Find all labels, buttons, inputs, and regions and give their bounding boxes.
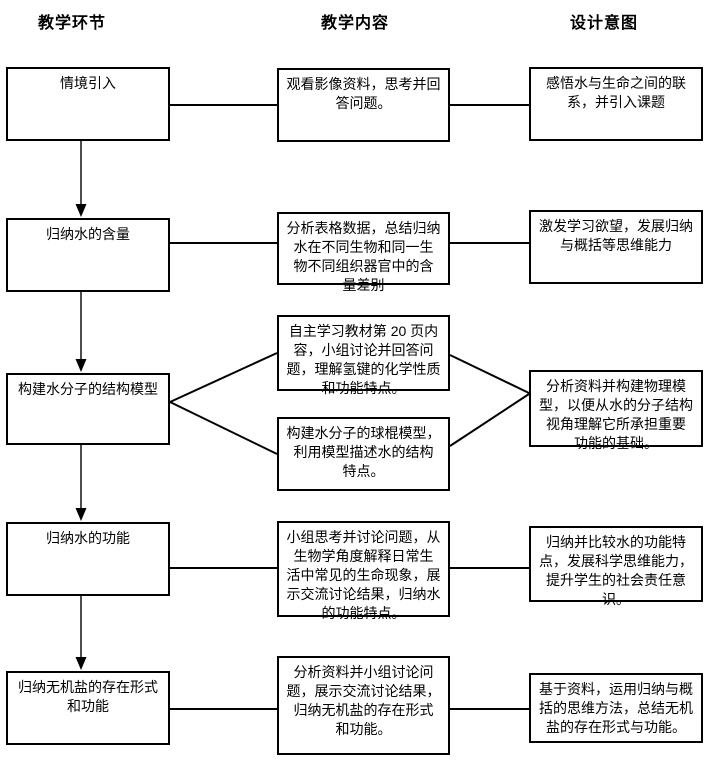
content-box-1: 观看影像资料，思考并回 答问题。 xyxy=(277,68,450,142)
intent-box-3: 分析资料并构建物理模 型，以便从水的分子结构 视角理解它所承担重要 功能的基础。 xyxy=(529,370,703,451)
stage-box-3: 构建水分子的结构模型 xyxy=(6,373,170,445)
intent-box-5: 基于资料，运用归纳与概 括的思维方法，总结无机 盐的存在形式与功能。 xyxy=(529,673,703,743)
connector-stage3-content3b xyxy=(169,401,278,455)
content-box-3a: 自主学习教材第 20 页内 容，小组讨论并回答问 题，理解氢键的化学性质 和功能… xyxy=(277,315,450,396)
connector-stage3-content3a xyxy=(169,352,278,403)
column-header-content: 教学内容 xyxy=(320,15,389,32)
intent-box-1: 感悟水与生命之间的联 系，并引入课题 xyxy=(529,67,703,141)
stage-box-2: 归纳水的含量 xyxy=(6,218,170,292)
connector-content3a-intent3 xyxy=(449,354,530,394)
flow-arrow-4-head xyxy=(75,657,87,670)
content-box-3b: 构建水分子的球棍模型， 利用模型描述水的结构 特点。 xyxy=(277,417,450,491)
column-header-stage: 教学环节 xyxy=(37,15,106,32)
column-header-intent: 设计意图 xyxy=(569,15,638,32)
connector-content3b-intent3 xyxy=(449,393,530,447)
flow-arrow-1-head xyxy=(75,204,87,217)
content-box-4: 小组思考并讨论问题，从 生物学角度解释日常生 活中常见的生命现象，展 示交流讨论… xyxy=(277,521,450,621)
content-box-5: 分析资料并小组讨论问 题，展示交流讨论结果， 归纳无机盐的存在形式 和功能。 xyxy=(277,656,450,755)
flow-arrow-3-head xyxy=(75,508,87,521)
stage-box-1: 情境引入 xyxy=(6,67,170,141)
intent-box-2: 激发学习欲望，发展归纳 与概括等思维能力 xyxy=(529,210,703,284)
stage-box-4: 归纳水的功能 xyxy=(6,522,170,596)
stage-box-5: 归纳无机盐的存在形式 和功能 xyxy=(6,671,170,745)
intent-box-4: 归纳并比较水的功能特 点，发展科学思维能力， 提升学生的社会责任意 识。 xyxy=(529,526,703,607)
content-box-2: 分析表格数据，总结归纳 水在不同生物和同一生 物不同组织器官中的含 量差别 xyxy=(277,212,450,293)
flow-arrow-2-head xyxy=(75,359,87,372)
